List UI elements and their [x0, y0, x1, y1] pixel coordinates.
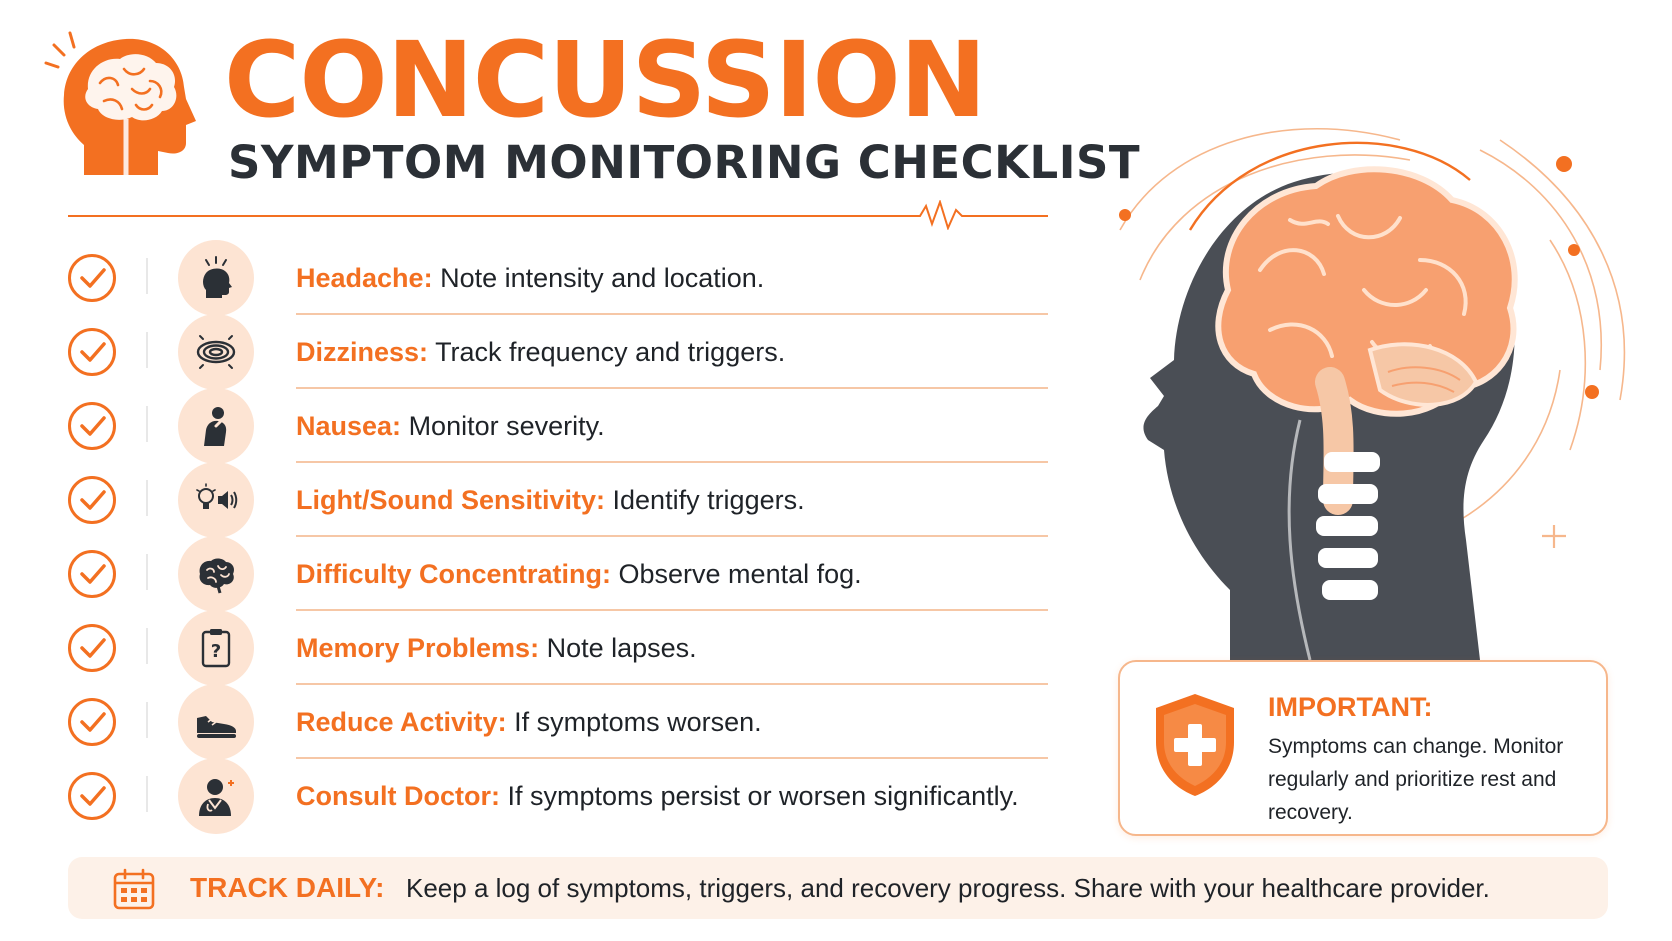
checklist-text: Reduce Activity: If symptoms worsen.: [296, 706, 762, 738]
checklist-description: If symptoms worsen.: [514, 707, 762, 737]
checkmark-circle-icon[interactable]: [68, 254, 116, 302]
row-divider: [296, 609, 1048, 611]
checklist-label: Headache:: [296, 263, 433, 293]
checklist-description: Note lapses.: [546, 633, 697, 663]
checklist-item: Headache: Note intensity and location.: [60, 240, 1060, 316]
separator: [146, 628, 148, 664]
separator: [146, 332, 148, 368]
checklist-item: Consult Doctor: If symptoms persist or w…: [60, 758, 1060, 834]
head-brain-illustration: [1119, 127, 1626, 660]
checklist-label: Difficulty Concentrating:: [296, 559, 611, 589]
checklist-item: Dizziness: Track frequency and triggers.: [60, 314, 1060, 390]
checklist-text: Consult Doctor: If symptoms persist or w…: [296, 780, 1019, 812]
checklist-item: Light/Sound Sensitivity: Identify trigge…: [60, 462, 1060, 538]
checklist-description: Observe mental fog.: [618, 559, 862, 589]
checklist-label: Reduce Activity:: [296, 707, 507, 737]
checklist-label: Nausea:: [296, 411, 402, 441]
checklist-description: Track frequency and triggers.: [435, 337, 786, 367]
shield-plus-icon: [1156, 694, 1234, 796]
row-divider: [296, 461, 1048, 463]
separator: [146, 258, 148, 294]
checklist-description: Note intensity and location.: [440, 263, 765, 293]
row-divider: [296, 313, 1048, 315]
separator: [146, 554, 148, 590]
checklist-item: Nausea: Monitor severity.: [60, 388, 1060, 464]
head-pain-icon: [178, 240, 254, 316]
checklist-description: Monitor severity.: [408, 411, 605, 441]
checkmark-circle-icon[interactable]: [68, 476, 116, 524]
important-callout: IMPORTANT: Symptoms can change. Monitor …: [1118, 660, 1608, 836]
checkmark-circle-icon[interactable]: [68, 402, 116, 450]
checklist-text: Headache: Note intensity and location.: [296, 262, 764, 294]
nausea-person-icon: [178, 388, 254, 464]
track-daily-bar: TRACK DAILY: Keep a log of symptoms, tri…: [68, 857, 1608, 919]
important-title: IMPORTANT:: [1268, 692, 1433, 722]
doctor-icon: [178, 758, 254, 834]
checklist-text: Nausea: Monitor severity.: [296, 410, 605, 442]
checklist-label: Memory Problems:: [296, 633, 540, 663]
page-title: CONCUSSION: [224, 19, 987, 141]
checkmark-circle-icon[interactable]: [68, 550, 116, 598]
checklist-text: Difficulty Concentrating: Observe mental…: [296, 558, 862, 590]
track-daily-text: Keep a log of symptoms, triggers, and re…: [406, 873, 1490, 903]
checklist-description: If symptoms persist or worsen significan…: [507, 781, 1019, 811]
separator: [146, 702, 148, 738]
dizziness-spiral-icon: [178, 314, 254, 390]
brain-icon: [178, 536, 254, 612]
separator: [146, 406, 148, 442]
checklist-item: Difficulty Concentrating: Observe mental…: [60, 536, 1060, 612]
checklist-text: Light/Sound Sensitivity: Identify trigge…: [296, 484, 805, 516]
checkmark-circle-icon[interactable]: [68, 328, 116, 376]
checkmark-circle-icon[interactable]: [68, 624, 116, 672]
page-subtitle: SYMPTOM MONITORING CHECKLIST: [228, 136, 1141, 189]
checklist-description: Identify triggers.: [612, 485, 805, 515]
calendar-icon: [113, 868, 155, 910]
checklist-text: Dizziness: Track frequency and triggers.: [296, 336, 785, 368]
track-daily-label: TRACK DAILY:: [190, 872, 385, 903]
checklist-label: Light/Sound Sensitivity:: [296, 485, 605, 515]
symptom-checklist: Headache: Note intensity and location.: [60, 240, 1060, 834]
row-divider: [296, 683, 1048, 685]
heartbeat-divider: [68, 200, 1048, 230]
checklist-item: Reduce Activity: If symptoms worsen.: [60, 684, 1060, 760]
checklist-text: Memory Problems: Note lapses.: [296, 632, 697, 664]
shoe-icon: [178, 684, 254, 760]
row-divider: [296, 535, 1048, 537]
row-divider: [296, 757, 1048, 759]
checklist-label: Consult Doctor:: [296, 781, 500, 811]
checklist-item: ? Memory Problems: Note lapses.: [60, 610, 1060, 686]
important-text: Symptoms can change. Monitor regularly a…: [1268, 735, 1564, 824]
svg-text:?: ?: [211, 641, 221, 662]
checkmark-circle-icon[interactable]: [68, 772, 116, 820]
separator: [146, 480, 148, 516]
separator: [146, 776, 148, 812]
checklist-label: Dizziness:: [296, 337, 429, 367]
head-brain-logo-icon: [44, 31, 196, 176]
row-divider: [296, 387, 1048, 389]
lightbulb-speaker-icon: [178, 462, 254, 538]
clipboard-question-icon: ?: [178, 610, 254, 686]
checkmark-circle-icon[interactable]: [68, 698, 116, 746]
